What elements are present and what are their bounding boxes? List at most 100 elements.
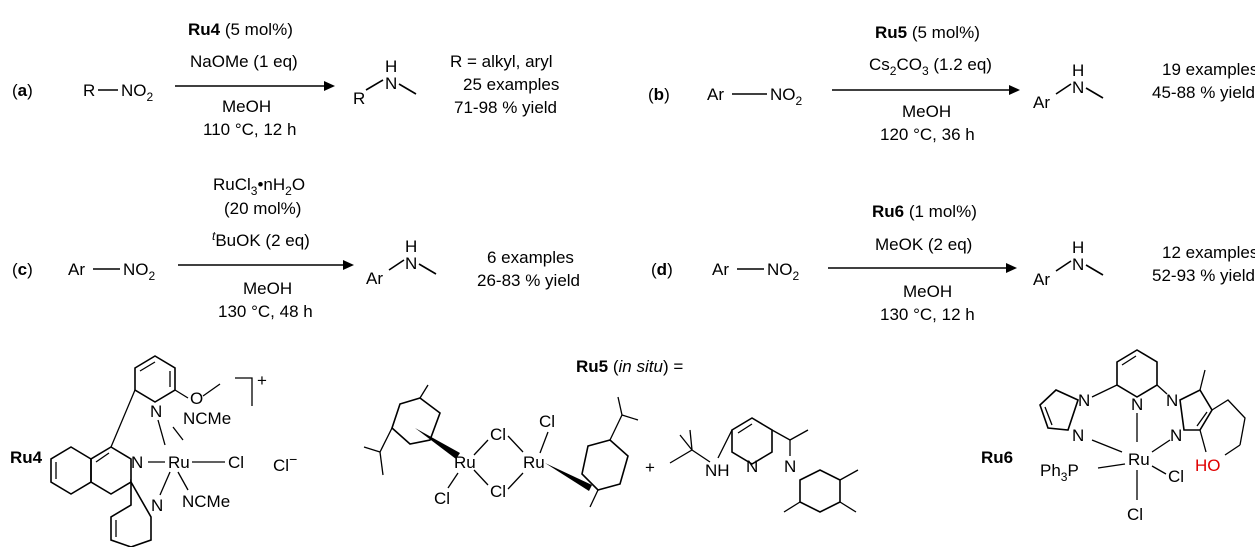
yield: 71-98 % yield [454, 98, 557, 117]
solvent: MeOH [243, 279, 292, 298]
isopropyl-branch [621, 414, 639, 421]
reaction-d: (d) Ar NO2 Ru6 (1 mol%) MeOK (2 eq) MeOH… [651, 202, 1255, 324]
ligand-nh: NH [705, 461, 730, 480]
catalyst-rucl3: RuCl3•nH2O [213, 175, 305, 198]
pyrazole-left-n2: N [1072, 426, 1084, 445]
tbu-branch [679, 434, 693, 451]
ru-cl-bond [473, 439, 489, 456]
reaction-a-label: (a) [12, 81, 33, 100]
reactant-ar: Ar [68, 260, 85, 279]
base: NaOMe (1 eq) [190, 52, 298, 71]
pyrazole-right [1179, 388, 1213, 431]
ru6-structure: Ru6 N N N N N HO Ru Ph3P Cl Cl [981, 349, 1246, 524]
hydroxyethyl-chain [1211, 399, 1246, 446]
ru-p-bond [1097, 463, 1126, 469]
phen-ring-3 [110, 478, 152, 547]
bridging-cl-bottom: Cl [490, 482, 506, 501]
phen-n1: N [131, 453, 143, 472]
product-n: N [1072, 255, 1084, 274]
product-n: N [385, 74, 397, 93]
phen-ring-1 [90, 446, 132, 495]
methoxy-o: O [190, 389, 203, 408]
examples: 12 examples [1162, 243, 1255, 262]
reactant-no2: NO2 [767, 260, 800, 283]
ring-double-bond [1044, 406, 1053, 426]
reactant-ar: Ar [712, 260, 729, 279]
solvent: MeOH [222, 97, 271, 116]
ru4-counterion: Cl− [273, 451, 297, 475]
mesityl-methyl [783, 501, 801, 513]
yield: 45-88 % yield [1152, 83, 1255, 102]
ru4-label: Ru4 [10, 448, 43, 467]
pyrazole-link [1091, 384, 1118, 398]
ru4-structure: Ru4 O N + NCMe Ru Cl N NCMe N Cl− [10, 355, 297, 547]
ligand-pyridine-n: N [746, 457, 758, 476]
ligand-pyridine [731, 417, 773, 465]
catalyst-ru6: Ru6 (1 mol%) [872, 202, 977, 221]
ru-n2-bond [159, 471, 171, 496]
ru-n-bond [1091, 439, 1123, 453]
ru-n-bond [1151, 439, 1171, 453]
pyrazole-methyl [1199, 369, 1206, 391]
cl-ru-bond [507, 472, 524, 490]
ru6-cl-bottom: Cl [1127, 505, 1143, 524]
ru-cl-terminal-bond [447, 472, 459, 489]
ch2-bond [717, 429, 733, 459]
terminal-cl-right: Cl [539, 412, 555, 431]
ph3p: Ph3P [1040, 461, 1079, 484]
base: MeOK (2 eq) [875, 235, 972, 254]
product-methyl-bond [1085, 264, 1104, 276]
ligand-ncme-bottom: NCMe [182, 492, 230, 511]
mesityl-methyl [839, 501, 857, 513]
arrowhead [324, 81, 335, 91]
base: tBuOK (2 eq) [212, 229, 310, 250]
solvent: MeOH [903, 282, 952, 301]
cl-ru-bond [507, 435, 524, 453]
reactant-no2: NO2 [770, 85, 803, 108]
cymene-isopropyl [379, 427, 393, 453]
catalyst-loading: (20 mol%) [224, 199, 301, 218]
imine-link [771, 429, 791, 441]
yield: 52-93 % yield [1152, 266, 1255, 285]
isopropyl-branch [617, 396, 623, 416]
conditions: 130 °C, 12 h [880, 305, 975, 324]
conditions: 130 °C, 48 h [218, 302, 313, 321]
terminal-cl-left: Cl [434, 489, 450, 508]
pyrazole-right-n2: N [1170, 426, 1182, 445]
yield: 26-83 % yield [477, 271, 580, 290]
pyridine-ring [134, 355, 176, 403]
tbu-branch [689, 429, 693, 451]
reaction-c: (c) Ar NO2 RuCl3•nH2O (20 mol%) tBuOK (2… [12, 175, 580, 321]
arrowhead [1009, 85, 1020, 95]
ru6-cl-right: Cl [1168, 467, 1184, 486]
wedge-bond [415, 428, 460, 459]
ru4-charge: + [257, 371, 267, 390]
reaction-c-label: (c) [12, 260, 33, 279]
pyrazole-right-n1: N [1166, 391, 1178, 410]
reactant-no2: NO2 [123, 260, 156, 283]
ru-cl-bond [1151, 465, 1167, 475]
hydroxyl-ho: HO [1195, 456, 1221, 475]
plus-sign: + [645, 458, 655, 477]
ru-n-pyridine-bond [157, 419, 166, 446]
ru5-structure: Ru5 (in situ) = Ru Cl Cl Cl Ru Cl + NH [363, 357, 859, 513]
scope: R = alkyl, aryl [450, 52, 553, 71]
product-n: N [405, 254, 417, 273]
reactant-no2: NO2 [121, 81, 154, 104]
methoxy-bond [174, 389, 189, 399]
arrowhead [1006, 263, 1017, 273]
cymene-ring-left [391, 397, 441, 445]
ho-bond [1224, 444, 1241, 456]
product-bond [365, 79, 384, 91]
isopropyl-branch [363, 446, 381, 453]
ligand-ncme-top: NCMe [183, 409, 231, 428]
central-pyridine [1116, 349, 1158, 398]
ru6-label: Ru6 [981, 448, 1013, 467]
ru6-metal: Ru [1128, 450, 1150, 469]
ru5-metal-left: Ru [454, 453, 476, 472]
bridging-cl-top: Cl [490, 425, 506, 444]
examples: 6 examples [487, 248, 574, 267]
ring-double-bond [737, 423, 753, 434]
pyrazole-methyl [1199, 429, 1207, 453]
